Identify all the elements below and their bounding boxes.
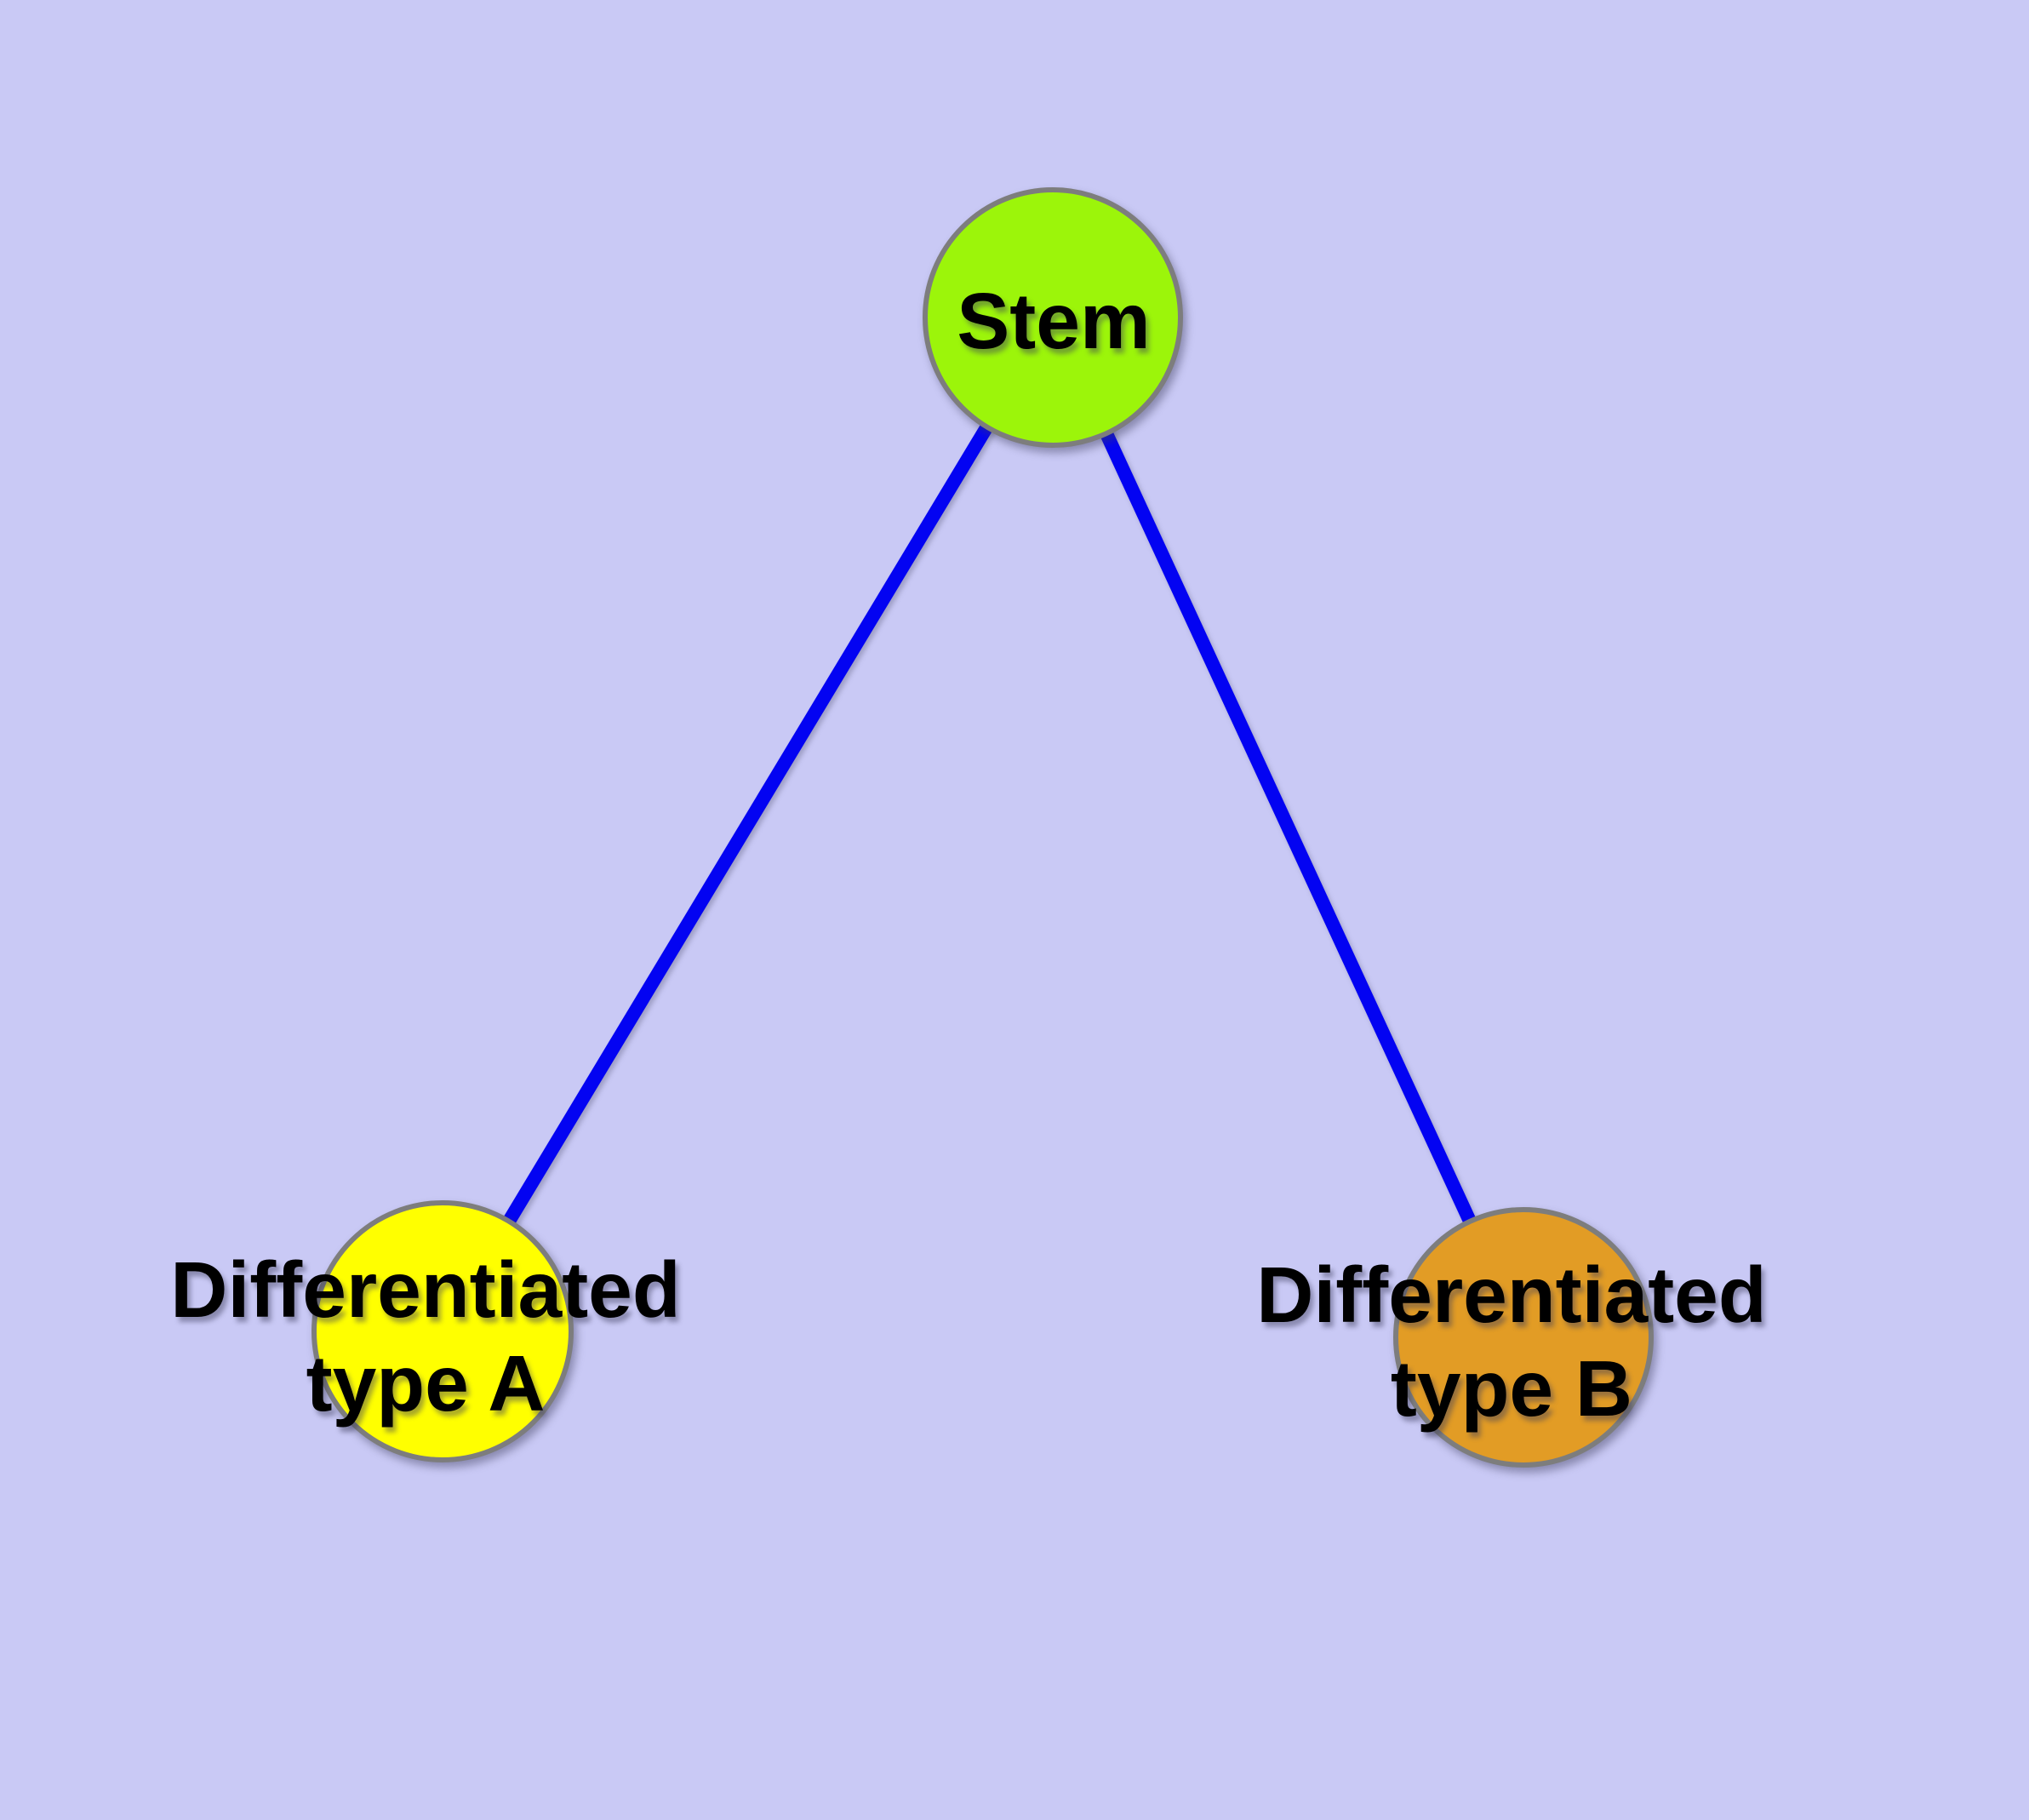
- node-type-b-label-line1: Differentiated: [1256, 1251, 1766, 1339]
- edge-layer: [437, 313, 1530, 1341]
- node-type-a-label-line1: Differentiated: [170, 1245, 680, 1334]
- node-type-a-circle: [311, 1200, 574, 1462]
- edge-stem-to-type-a: [437, 313, 1059, 1336]
- node-type-b-label-line2: type B: [1391, 1344, 1632, 1433]
- edge-stem-to-type-b: [1046, 314, 1530, 1341]
- label-layer: Stem Differentiated type A Differentiate…: [170, 277, 1766, 1433]
- node-type-a-label-line2: type A: [306, 1339, 546, 1428]
- node-stem-label: Stem: [957, 277, 1150, 365]
- node-layer: [311, 187, 1654, 1468]
- node-stem-circle: [923, 187, 1183, 448]
- node-type-b-circle: [1393, 1207, 1654, 1468]
